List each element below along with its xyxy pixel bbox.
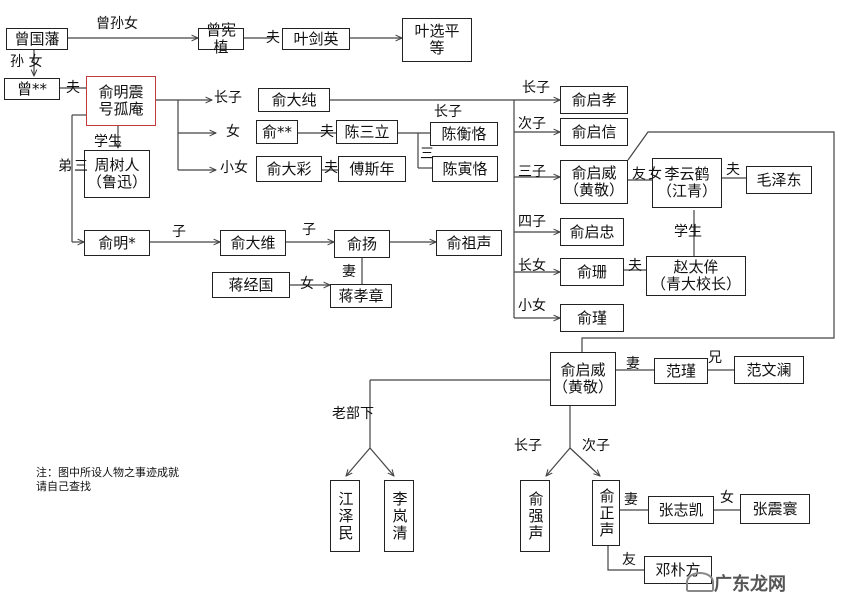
relation-sun-nv: 孙 女 (10, 54, 43, 70)
person-yu-shan: 俞珊 (560, 258, 624, 286)
relation-third-son-chen: 三 (420, 146, 434, 162)
person-chen-yinke: 陈寅恪 (432, 156, 498, 182)
relation-youngest-daughter: 小女 (220, 160, 248, 176)
person-ye-xuanping: 叶选平 等 (402, 18, 472, 62)
relation-brother-fan: 兄 (708, 350, 722, 366)
relation-eldest-daughter: 长女 (518, 258, 546, 274)
watermark-logo-icon (686, 572, 714, 592)
person-chen-sanli: 陈三立 (336, 120, 398, 144)
person-yu-yang: 俞扬 (334, 230, 390, 258)
person-yu-mingzhen: 俞明震 号孤庵 (86, 76, 156, 126)
person-yu-qiwei-lower: 俞启威 （黄敬） (550, 352, 616, 406)
person-yu-qixin: 俞启信 (560, 118, 628, 146)
relation-eldest-son-dachun: 长子 (214, 90, 242, 106)
relation-husband-yu: 夫 (66, 80, 80, 96)
person-zeng-guofan: 曾国藩 (6, 28, 68, 50)
person-yu-zusheng: 俞祖声 (436, 230, 502, 256)
person-mao-zedong: 毛泽东 (746, 166, 812, 194)
relation-third-son: 三子 (518, 164, 546, 180)
relation-friend-deng: 友 (622, 552, 636, 568)
relation-son-dawei: 子 (172, 224, 186, 240)
relation-old-subordinates: 老部下 (332, 406, 374, 422)
relation-husband-ye: 夫 (266, 30, 280, 46)
relation-third-brother: 三 弟 (56, 158, 88, 172)
relation-daughter-zhang: 女 (720, 490, 734, 506)
person-fan-wenlan: 范文澜 (734, 356, 804, 384)
relation-eldest-son-chen: 长子 (434, 104, 462, 120)
watermark-text: 广东龙网 (714, 574, 786, 595)
relation-daughter: 女 (226, 124, 240, 140)
person-yu-qixiao: 俞启孝 (560, 86, 628, 114)
relation-student-li: 学生 (674, 224, 702, 240)
person-zhang-zhenhuan: 张震寰 (740, 494, 810, 524)
person-jiang-xiaozhang: 蒋孝章 (330, 284, 392, 308)
relation-wife-zhang: 妻 (624, 492, 638, 508)
relation-second-son-zheng: 次子 (582, 438, 610, 454)
person-li-lanqing: 李岚清 (384, 480, 414, 552)
person-fan-jin: 范瑾 (654, 358, 708, 384)
relation-youngest-daughter-jin: 小女 (518, 298, 546, 314)
person-yu-dacai: 俞大彩 (256, 156, 322, 182)
relation-wife-xiaozhang: 妻 (342, 264, 356, 280)
relation-husband-chen: 夫 (320, 124, 334, 140)
person-fu-sinian: 傅斯年 (338, 156, 406, 182)
relation-husband-mao: 夫 (726, 162, 740, 178)
person-yu-qiwei: 俞启威 （黄敬） (560, 160, 628, 204)
person-zhang-zhikai: 张志凯 (648, 496, 714, 524)
relation-eldest-son-qixiao: 长子 (522, 80, 550, 96)
person-yu-dawei: 俞大维 (220, 230, 286, 256)
person-chen-hengke: 陈衡恪 (430, 122, 498, 146)
person-zeng-xianzhi: 曾宪植 (198, 22, 244, 56)
person-yu-zhengsheng: 俞正声 (592, 480, 620, 546)
relation-girlfriend: 女 友 (630, 166, 662, 180)
relation-second-son: 次子 (518, 116, 546, 132)
person-deng-pufang: 邓朴方 (644, 556, 712, 584)
person-zeng-xx: 曾** (4, 78, 60, 100)
relation-fourth-son: 四子 (518, 214, 546, 230)
person-yu-qizhong: 俞启忠 (560, 218, 624, 246)
relation-son-yang: 子 (302, 222, 316, 238)
footnote: 注：图中所设人物之事迹成就 请自己查找 (36, 466, 179, 493)
relation-husband-fu: 夫 (324, 160, 338, 176)
person-li-yunhe: 李云鹤 （江青） (652, 158, 722, 208)
relation-zeng-sunnv: 曾孙女 (96, 16, 138, 32)
relation-wife-fanjin: 妻 (626, 356, 640, 372)
person-jiang-jingguo: 蒋经国 (212, 272, 290, 298)
person-yu-xx: 俞** (256, 120, 298, 144)
relation-eldest-son-qiang: 长子 (514, 438, 542, 454)
person-jiang-zemin: 江泽民 (330, 480, 360, 552)
relation-husband-zhao: 夫 (628, 258, 642, 274)
person-yu-dachun: 俞大纯 (258, 88, 330, 112)
person-zhou-shuren: 周树人 （鲁迅） (84, 150, 150, 198)
person-yu-qiangsheng: 俞强声 (520, 480, 550, 552)
person-ye-jianying: 叶剑英 (282, 28, 350, 50)
relation-student-zhou: 学生 (94, 134, 122, 150)
relation-daughter-jiang: 女 (300, 276, 314, 292)
person-yu-ming: 俞明* (84, 230, 150, 256)
person-zhao-taimou: 赵太侔 （青大校长） (646, 256, 746, 296)
person-yu-jin: 俞瑾 (560, 304, 624, 332)
